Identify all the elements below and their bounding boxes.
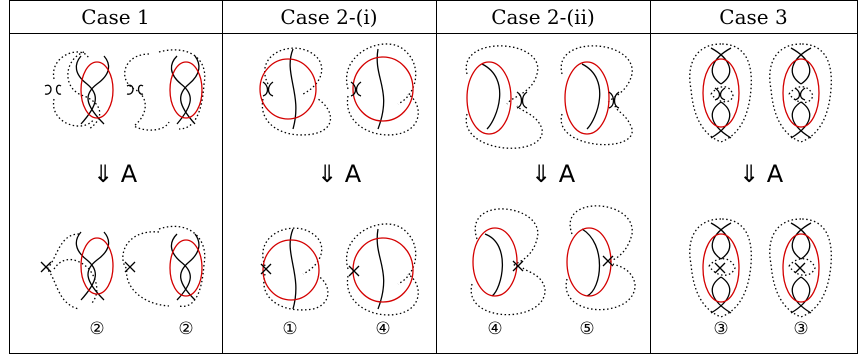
header-case-2-ii: Case 2-(ii): [491, 5, 595, 29]
diagram-case2i-top-left: [259, 47, 331, 136]
table-left-border: [9, 0, 10, 354]
cases-table: Case 1 Case 2-(i) Case 2-(ii) Case 3: [9, 0, 858, 354]
result-case2i-left: ①: [282, 319, 298, 339]
diagram-case1-bottom-left: [40, 231, 114, 310]
diagram-case2i-top-right: [345, 43, 419, 136]
column-case-2-i: ⇓ A ① ④: [223, 34, 436, 352]
case-3-diagrams: [689, 43, 832, 318]
move-arrow-case2ii: ⇓ A: [531, 160, 576, 188]
table-bottom-border: [9, 353, 858, 354]
case-2i-diagrams: [259, 43, 419, 316]
header-divider: [9, 33, 858, 34]
diagram-case3-bottom-right: [769, 218, 832, 318]
diagram-case1-top-right: [124, 49, 206, 131]
diagram-case1-top-left: [44, 51, 114, 130]
move-arrow-case1: ⇓ A: [93, 160, 138, 188]
result-case3-left: ③: [713, 319, 729, 339]
move-arrow-case2i: ⇓ A: [317, 160, 362, 188]
column-case-3: ⇓ A ③ ③: [651, 34, 857, 352]
header-case-3: Case 3: [719, 5, 788, 29]
diagram-case2i-bottom-right: [345, 223, 419, 316]
result-case3-right: ③: [793, 319, 809, 339]
diagram-case2i-bottom-left: [260, 227, 329, 311]
case-2ii-diagrams: [465, 45, 636, 316]
result-case2ii-left: ④: [487, 319, 503, 339]
column-case-2-ii: ⇓ A ④ ⑤: [437, 34, 650, 352]
diagram-case2ii-top-left: [465, 45, 543, 149]
diagram-case3-top-right: [769, 43, 832, 143]
result-case1-right: ②: [178, 319, 194, 339]
diagram-case1-bottom-right: [122, 225, 206, 307]
column-divider-3: [650, 0, 651, 354]
column-case-1: ⇓ A ② ②: [9, 34, 222, 352]
diagram-case2ii-bottom-right: [565, 205, 636, 311]
column-divider-2: [436, 0, 437, 354]
diagram-case2ii-bottom-left: [470, 208, 546, 316]
result-case2ii-right: ⑤: [579, 319, 595, 339]
header-case-2-i: Case 2-(i): [280, 5, 378, 29]
diagram-case3-top-left: [689, 43, 752, 143]
table-right-border: [857, 0, 858, 354]
result-case2i-right: ④: [375, 319, 391, 339]
header-case-1: Case 1: [81, 5, 150, 29]
diagram-case3-bottom-left: [689, 218, 752, 318]
column-divider-1: [222, 0, 223, 354]
result-case1-left: ②: [89, 319, 105, 339]
diagram-case2ii-top-right: [560, 45, 633, 146]
move-arrow-case3: ⇓ A: [739, 160, 784, 188]
table-top-border: [9, 0, 858, 1]
case-1-diagrams: [40, 49, 206, 310]
